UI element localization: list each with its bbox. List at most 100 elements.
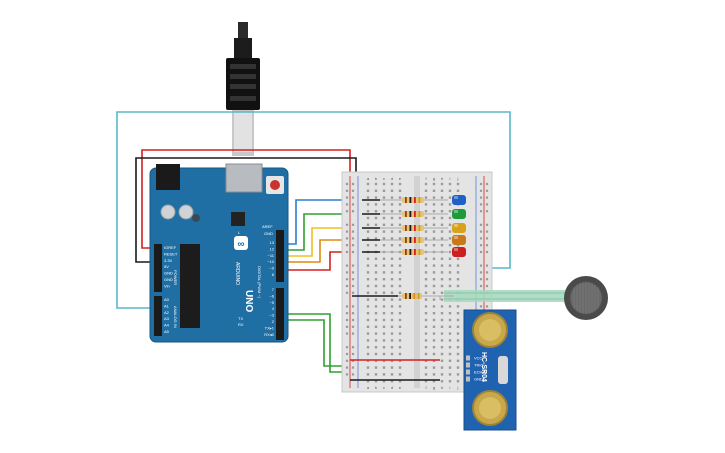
- breadboard-hole: [440, 271, 444, 274]
- rail-hole: [345, 182, 349, 186]
- breadboard-hole: [366, 196, 370, 199]
- rail-hole: [485, 196, 489, 199]
- column-letter: h: [441, 385, 443, 390]
- rail-hole: [345, 291, 349, 294]
- breadboard-hole: [440, 298, 444, 301]
- breadboard-hole: [432, 189, 436, 192]
- led-orange[interactable]: [452, 235, 466, 245]
- wire-green-pin11[interactable]: [283, 213, 362, 251]
- rail-hole: [345, 264, 349, 267]
- breadboard-hole: [366, 203, 370, 206]
- breadboard-hole: [398, 216, 402, 220]
- rail-hole: [345, 318, 349, 322]
- breadboard-hole: [366, 223, 370, 226]
- breadboard-hole: [398, 230, 402, 233]
- breadboard-hole: [424, 366, 428, 369]
- breadboard-hole: [398, 291, 402, 294]
- breadboard-hole: [366, 380, 370, 383]
- breadboard-hole: [390, 203, 394, 206]
- breadboard-hole: [382, 332, 386, 335]
- column-letter: d: [391, 176, 393, 181]
- rail-hole: [351, 271, 355, 274]
- resistor[interactable]: [402, 237, 424, 243]
- force-sensor[interactable]: [439, 276, 608, 320]
- arduino-board[interactable]: ∞ ARDUINO UNO L TX RX AREF GND DIGITAL (…: [149, 163, 289, 343]
- wire-blue-pin12[interactable]: [283, 199, 362, 245]
- breadboard-hole: [366, 339, 370, 342]
- breadboard-hole: [456, 284, 460, 288]
- rail-hole: [345, 189, 349, 192]
- led-yellow[interactable]: [452, 223, 466, 233]
- breadboard-hole: [456, 325, 460, 328]
- breadboard-hole: [432, 380, 436, 383]
- breadboard-hole: [448, 210, 452, 213]
- breadboard-hole: [440, 237, 444, 240]
- breadboard-hole: [424, 237, 428, 240]
- power-label: POWER: [173, 270, 178, 285]
- resistor[interactable]: [402, 249, 424, 255]
- pin-label: GND: [164, 271, 173, 276]
- resistor[interactable]: [402, 211, 424, 217]
- power-plug[interactable]: [226, 22, 260, 156]
- wire-orange-pin9[interactable]: [283, 239, 362, 263]
- wire-power-5v[interactable]: [141, 149, 351, 249]
- breadboard-hole: [366, 278, 370, 281]
- breadboard-hole: [366, 230, 370, 233]
- breadboard-hole: [432, 366, 436, 369]
- breadboard-hole: [448, 305, 452, 308]
- led-green[interactable]: [452, 209, 466, 219]
- rail-hole: [351, 312, 355, 315]
- breadboard-hole: [424, 380, 428, 383]
- breadboard-hole: [448, 196, 452, 199]
- pin-label: 7: [272, 287, 275, 292]
- led-blue[interactable]: [452, 195, 466, 205]
- breadboard-holes: [345, 182, 489, 383]
- breadboard-hole: [424, 264, 428, 267]
- breadboard-hole: [456, 257, 460, 260]
- column-letter: a: [367, 385, 370, 390]
- rail-hole: [351, 237, 355, 240]
- rail-hole: [351, 332, 355, 335]
- breadboard-hole: [390, 244, 394, 247]
- breadboard-hole: [374, 203, 378, 206]
- wire-yellow-pin10[interactable]: [283, 227, 362, 257]
- breadboard-hole: [448, 339, 452, 342]
- breadboard-hole: [398, 257, 402, 260]
- rail-hole: [345, 271, 349, 274]
- sensor-pin-label: ECHO: [474, 370, 486, 375]
- breadboard-hole: [374, 244, 378, 247]
- breadboard-hole: [432, 216, 436, 220]
- rail-hole: [485, 230, 489, 233]
- breadboard-hole: [440, 359, 444, 362]
- resistor[interactable]: [402, 225, 424, 231]
- digital-header-top: [276, 230, 284, 282]
- breadboard-hole: [456, 352, 460, 356]
- breadboard-hole: [440, 223, 444, 226]
- pin-label: A4: [164, 323, 170, 328]
- breadboard-hole: [424, 182, 428, 186]
- rail-hole: [345, 203, 349, 206]
- breadboard-hole: [390, 182, 394, 186]
- breadboard-hole: [374, 278, 378, 281]
- breadboard-hole: [440, 325, 444, 328]
- rail-hole: [351, 373, 355, 376]
- resistor[interactable]: [402, 197, 424, 203]
- breadboard-hole: [398, 346, 402, 349]
- analog-header: [154, 296, 162, 336]
- pin-label: IOREF: [164, 245, 177, 250]
- breadboard-hole: [432, 325, 436, 328]
- led-red[interactable]: [452, 247, 466, 257]
- breadboard-hole: [448, 230, 452, 233]
- breadboard-hole: [448, 325, 452, 328]
- breadboard-hole: [440, 189, 444, 192]
- breadboard-hole: [366, 284, 370, 288]
- breadboard-hole: [440, 210, 444, 213]
- rail-hole: [351, 325, 355, 328]
- breadboard-hole: [382, 196, 386, 199]
- resistor[interactable]: [398, 293, 444, 299]
- breadboard-hole: [448, 271, 452, 274]
